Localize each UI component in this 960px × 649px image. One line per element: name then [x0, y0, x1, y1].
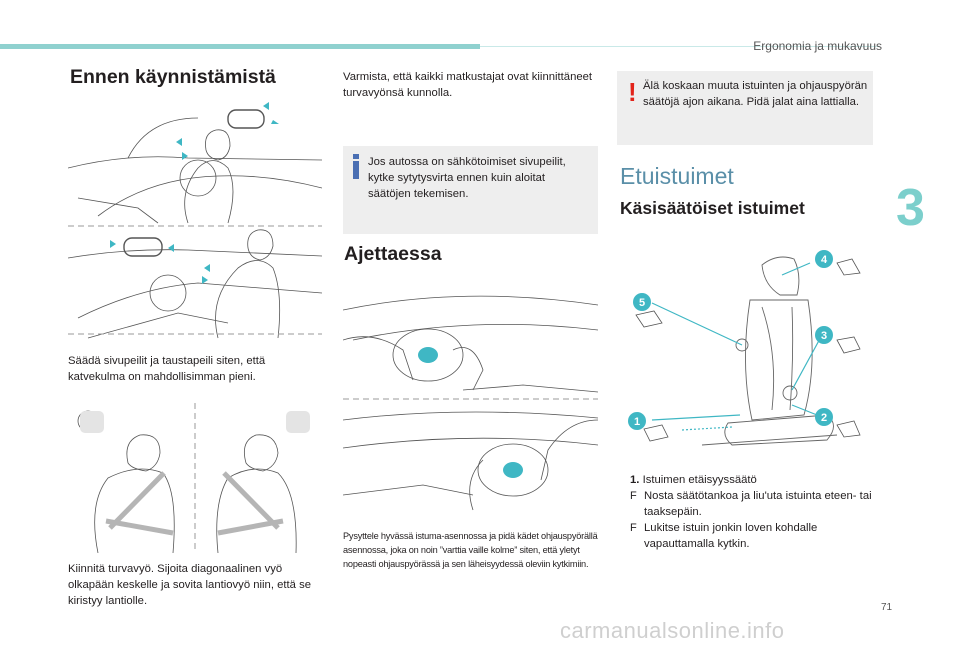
- manual-seats-title: Käsisäätöiset istuimet: [620, 198, 805, 218]
- driving-title: Ajettaessa: [344, 243, 442, 265]
- list-item: F Lukitse istuin jonkin loven kohdalle v…: [630, 520, 880, 552]
- item-title: Istuimen etäisyyssäätö: [642, 474, 757, 486]
- bullet-marker: F: [630, 522, 637, 534]
- driving-position-illustration: [343, 280, 598, 520]
- info-icon: [353, 154, 359, 179]
- callout-2: 2: [821, 412, 827, 424]
- mirror-adjust-illustration: [68, 98, 322, 340]
- mirrors-instruction: Säädä sivupeilit ja taustapeili siten, e…: [68, 355, 266, 383]
- info-text: Jos autossa on sähkötoimiset sivupeilit,…: [368, 156, 566, 200]
- header-rule: [480, 46, 880, 47]
- bullet-text: Lukitse istuin jonkin loven kohdalle vap…: [644, 522, 818, 550]
- info-box: Jos autossa on sähkötoimiset sivupeilit,…: [343, 146, 598, 234]
- before-start-title: Ennen käynnistämistä: [70, 66, 276, 88]
- bullet-marker: F: [630, 490, 637, 502]
- seatbelt-illustration: [68, 403, 322, 553]
- passengers-instruction: Varmista, että kaikki matkustajat ovat k…: [343, 71, 593, 99]
- warning-text: Älä koskaan muuta istuinten ja ohjauspyö…: [643, 80, 868, 108]
- driving-caption: Pysyttele hyvässä istuma-asennossa ja pi…: [343, 531, 598, 569]
- chapter-number: 3: [896, 179, 925, 237]
- front-seats-title: Etuistuimet: [620, 163, 734, 189]
- watermark: carmanualsonline.info: [560, 618, 785, 643]
- seat-adjust-list: 1. Istuimen etäisyyssäätö F Nosta säätöt…: [630, 472, 880, 552]
- callout-3: 3: [821, 330, 827, 342]
- callout-4: 4: [821, 254, 828, 266]
- callout-5: 5: [639, 297, 645, 309]
- seatbelt-instruction: Kiinnitä turvavyö. Sijoita diagonaalinen…: [68, 563, 312, 607]
- header-accent-bar: [0, 44, 480, 49]
- warning-icon: !: [628, 77, 637, 107]
- warning-box: ! Älä koskaan muuta istuinten ja ohjausp…: [617, 71, 873, 145]
- list-item: F Nosta säätötankoa ja liu'uta istuinta …: [630, 488, 880, 520]
- list-item: 1. Istuimen etäisyyssäätö: [630, 472, 880, 488]
- item-number: 1.: [630, 474, 640, 486]
- bullet-text: Nosta säätötankoa ja liu'uta istuinta et…: [644, 490, 872, 518]
- seat-diagram: 5 4 3 1 2: [622, 245, 877, 467]
- callout-1: 1: [634, 416, 640, 428]
- page-number: 71: [881, 602, 893, 613]
- section-title: Ergonomia ja mukavuus: [753, 39, 882, 53]
